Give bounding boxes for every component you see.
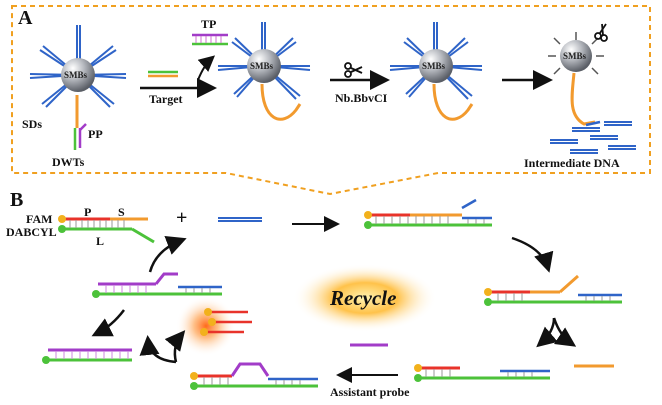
probe-step2 [364, 198, 492, 229]
step3-arrow-a [536, 317, 558, 348]
bead-2-group [217, 22, 311, 121]
bead-4-label: SMBs [563, 51, 587, 61]
step7-arrow [148, 236, 187, 273]
bead-3-label: SMBs [422, 61, 446, 71]
target-label: Target [149, 92, 183, 106]
fluorescence-burst [176, 296, 236, 356]
step6-arrow [91, 309, 125, 337]
bead-3-group [389, 22, 483, 121]
bead-1-label: SMBs [64, 70, 88, 80]
step3-arrow-b [552, 317, 577, 347]
fam-label: FAM [26, 212, 53, 226]
probe-step5 [190, 362, 318, 390]
tp-arrow [197, 55, 216, 81]
intermediate-dna-label: Intermediate DNA [524, 156, 620, 170]
recycle-label: Recycle [330, 286, 397, 310]
dwts-label: DWTs [52, 155, 85, 169]
dabcyl-label: DABCYL [6, 225, 57, 239]
recycle-glow [293, 264, 437, 332]
step2-arrow [511, 236, 554, 273]
released-strands [200, 308, 252, 336]
probe-step3 [484, 274, 622, 306]
l-label: L [96, 234, 105, 248]
tp-duplex [192, 33, 228, 46]
pp-label: PP [88, 127, 103, 141]
enzyme-label: Nb.BbvCI [335, 91, 388, 105]
panel-a-label: A [18, 7, 33, 29]
s-label: S [118, 205, 125, 219]
bead-4-group [548, 32, 604, 127]
step5-arrow-b [139, 335, 177, 364]
intermediate-dna [550, 121, 636, 154]
p-label: P [84, 205, 92, 219]
probe-step4 [414, 364, 550, 382]
step5-arrow [164, 330, 186, 363]
assistant-probe-label: Assistant probe [330, 385, 410, 399]
tp-label: TP [201, 17, 217, 31]
sds-label: SDs [22, 117, 43, 131]
panel-b-label: B [10, 189, 24, 211]
plus-sign: + [176, 207, 188, 229]
probe-left [92, 272, 222, 298]
bead-2-label: SMBs [250, 61, 274, 71]
scissors-icon [344, 62, 363, 78]
scissors-icon-2 [594, 23, 608, 42]
panel-a-border [11, 5, 651, 196]
final-duplex [42, 348, 132, 364]
initial-probe [58, 215, 155, 244]
bead-1-group [29, 25, 127, 150]
